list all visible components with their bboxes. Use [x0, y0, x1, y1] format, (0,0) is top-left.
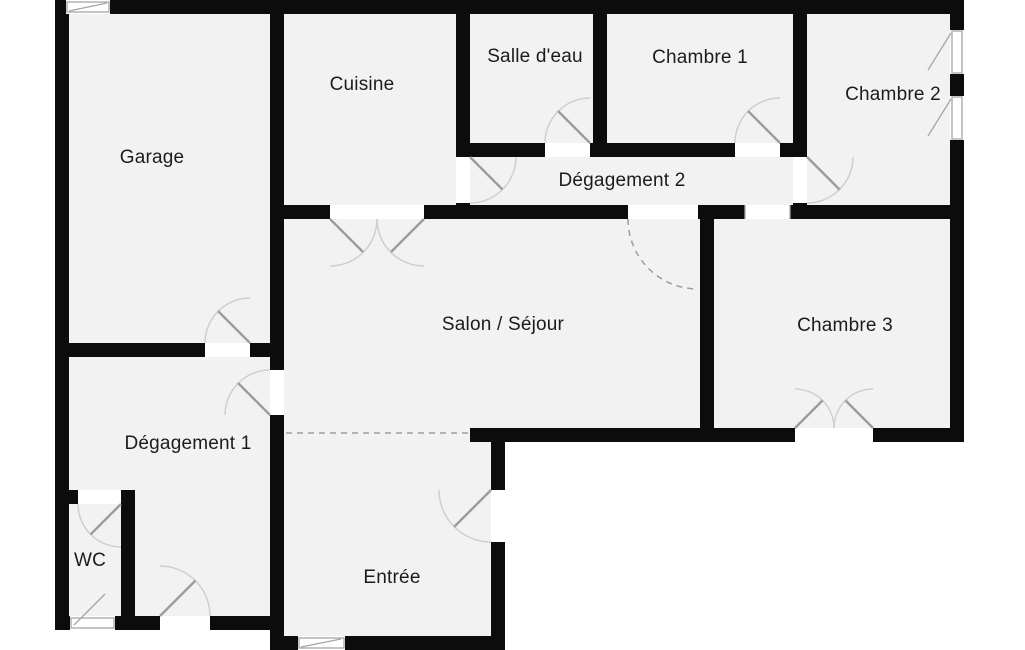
door-salle-deau — [544, 97, 591, 157]
window-garage-top — [66, 0, 110, 14]
door-entree-front — [438, 489, 505, 543]
room-area-garage — [69, 14, 270, 343]
room-area-wc — [69, 504, 121, 616]
double-door-salon — [329, 205, 425, 267]
door-chambre-1 — [734, 97, 781, 157]
room-label-chambre-3: Chambre 3 — [797, 315, 893, 336]
room-label-chambre-1: Chambre 1 — [652, 47, 748, 68]
door-degagement1-salon — [224, 369, 284, 416]
window-chambre2-upper — [927, 30, 964, 74]
room-area-chambre-3 — [714, 219, 950, 428]
opening-chambre-3 — [744, 205, 791, 219]
wall-salon-chambre3 — [700, 219, 714, 442]
room-label-salle-deau: Salle d'eau — [487, 46, 583, 67]
room-area-entree — [284, 428, 491, 636]
window-entree — [298, 636, 345, 650]
door-garage — [204, 297, 251, 357]
room-label-entree: Entrée — [363, 567, 421, 588]
wall-wc-right — [121, 490, 135, 630]
room-label-salon-sejour: Salon / Séjour — [441, 314, 565, 335]
room-area-chambre-2 — [807, 14, 950, 205]
wall-corridor-top — [456, 143, 807, 157]
room-label-cuisine: Cuisine — [329, 74, 395, 95]
room-label-degagement-1: Dégagement 1 — [124, 433, 252, 454]
window-chambre2-lower — [927, 96, 964, 140]
room-area-degagement-2 — [470, 157, 793, 205]
wall-left-outer — [55, 0, 69, 630]
room-label-chambre-2: Chambre 2 — [845, 84, 941, 105]
room-label-garage: Garage — [119, 147, 185, 168]
opening-salon-corridor — [627, 205, 699, 290]
room-area-cuisine — [284, 14, 456, 205]
wall-spine-vertical — [270, 0, 284, 650]
room-area-salle-deau — [470, 14, 593, 143]
room-area-chambre-1 — [607, 14, 793, 143]
room-label-degagement-2: Dégagement 2 — [558, 170, 686, 191]
window-wc — [70, 593, 115, 630]
door-wc — [77, 490, 122, 548]
french-window-chambre-3 — [794, 388, 874, 442]
room-area-salon-sejour — [284, 219, 700, 428]
room-label-wc: WC — [73, 550, 107, 571]
door-cuisine-corridor — [456, 156, 517, 204]
door-chambre-2 — [793, 156, 854, 204]
door-back — [159, 565, 211, 630]
wall-salledeau-right — [593, 0, 607, 157]
